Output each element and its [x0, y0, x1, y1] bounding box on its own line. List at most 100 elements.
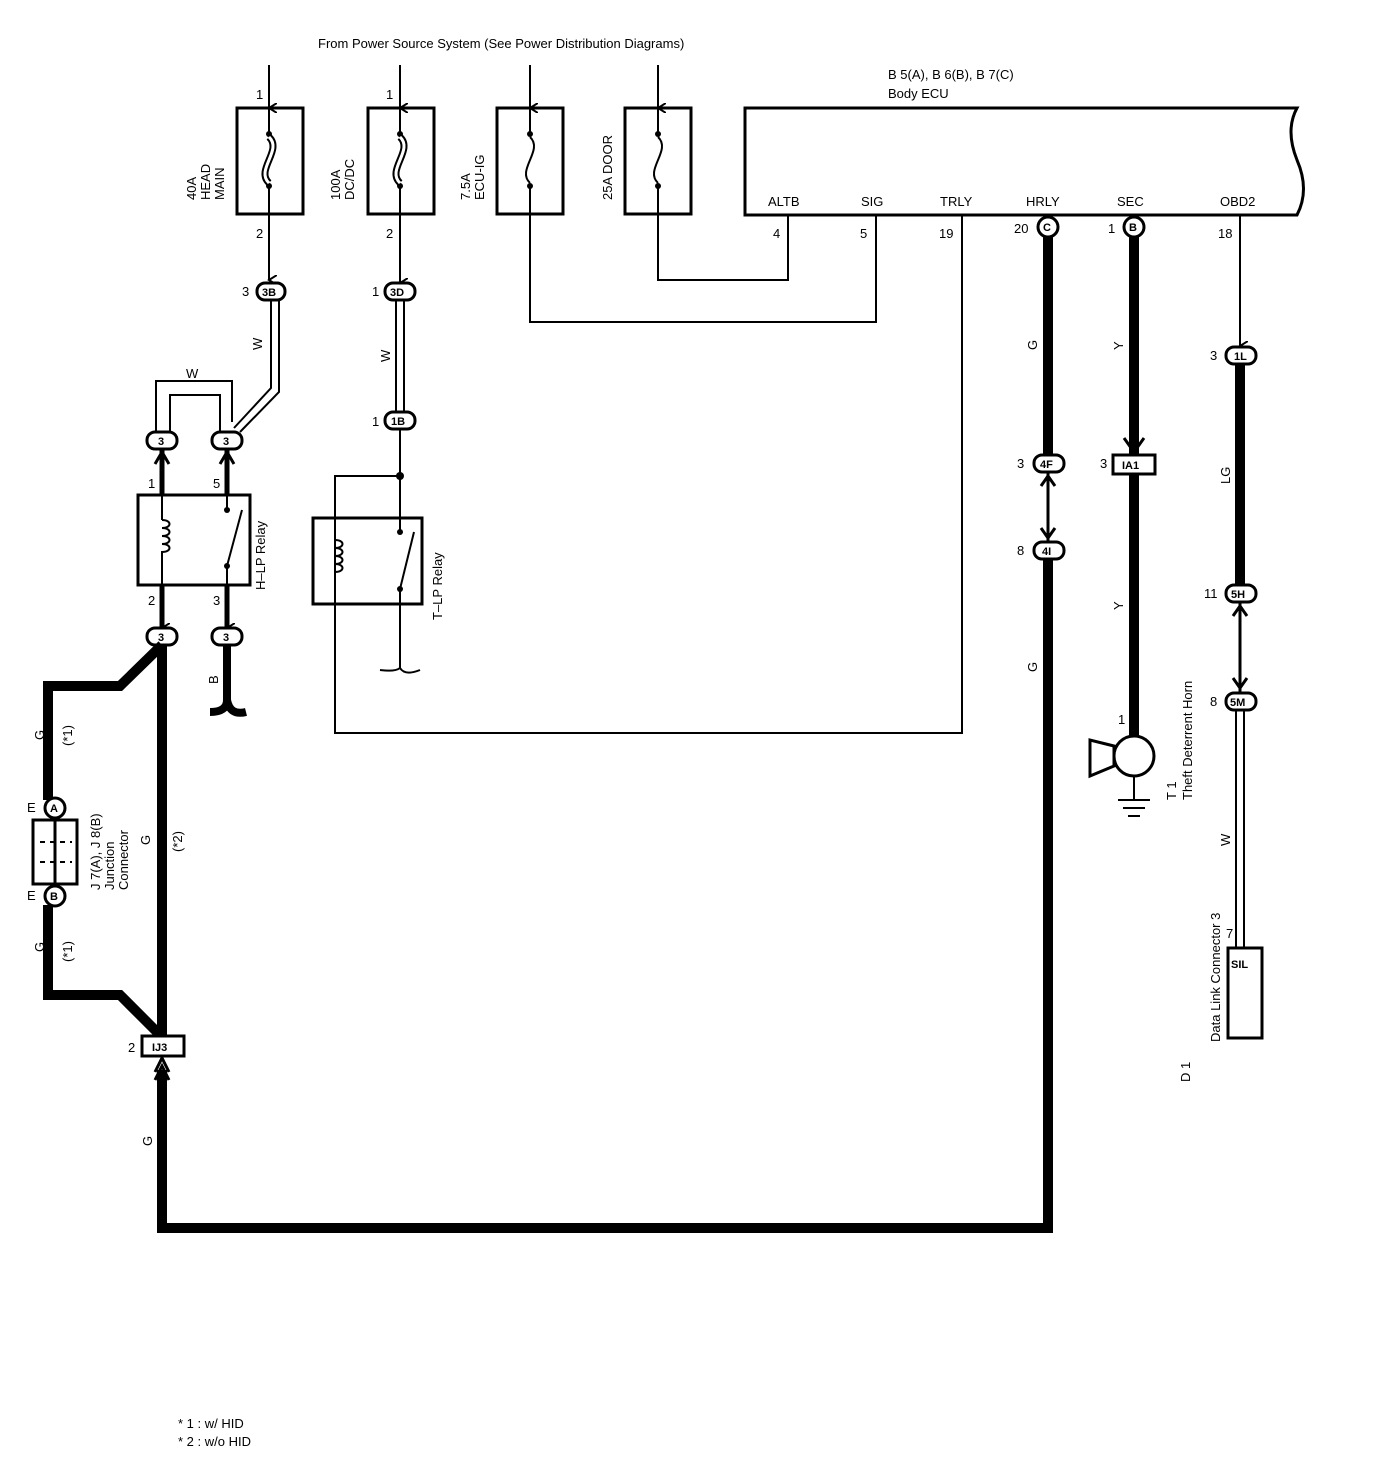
- footnote-2: * 2 : w/o HID: [178, 1434, 251, 1449]
- note-label: (*1): [60, 725, 75, 746]
- note-label: (*2): [170, 831, 185, 852]
- fuse-rating: 7.5A: [458, 173, 473, 200]
- connector-id: SIL: [1231, 959, 1248, 971]
- body-ecu: B 5(A), B 6(B), B 7(C) Body ECU ALTB SIG…: [743, 67, 1305, 241]
- connector-pin: 1: [372, 414, 379, 429]
- wire-color-label: G: [32, 730, 47, 740]
- ecu-name-label: Body ECU: [888, 86, 949, 101]
- relay-name: H–LP Relay: [253, 520, 268, 590]
- horn-name: Theft Deterrent Horn: [1180, 681, 1195, 800]
- connector-id: 3: [158, 632, 164, 644]
- wire-dcdc-w: 1 3D W 1 1B: [372, 214, 417, 518]
- ecu-pin-hrly: 20: [1014, 221, 1028, 236]
- connector-id: 3: [158, 436, 164, 448]
- wire-sec: B Y 3 IA1 Y 1: [1100, 215, 1157, 740]
- connector-pin: 7: [1226, 926, 1233, 941]
- ecu-pin-altb: 4: [773, 226, 780, 241]
- fuse-name-2: MAIN: [212, 168, 227, 201]
- junction-connector: E A E B J 7(A), J 8(B) Junction Connecto…: [27, 796, 131, 908]
- relay-pin: 3: [213, 593, 220, 608]
- connector-id: IA1: [1122, 460, 1139, 472]
- connector-id: B: [50, 891, 58, 903]
- connector-id: C: [1043, 222, 1051, 234]
- connector-id: 5H: [1231, 589, 1245, 601]
- relay-pin: 2: [148, 593, 155, 608]
- fuse-pin-bottom: 2: [256, 226, 263, 241]
- source-note: From Power Source System (See Power Dist…: [318, 36, 684, 51]
- connector-pin: 11: [1204, 586, 1218, 601]
- connector-id: 4F: [1040, 459, 1053, 471]
- fuse-pin-top: 1: [256, 87, 263, 102]
- ecu-terminal-altb: ALTB: [768, 194, 800, 209]
- fuse-door: 25A DOOR: [600, 65, 693, 216]
- fuse-name: DC/DC: [342, 159, 357, 200]
- ecu-terminal-sig: SIG: [861, 194, 883, 209]
- tlp-relay: T–LP Relay: [311, 516, 445, 674]
- connector-pin: 8: [1210, 694, 1217, 709]
- fuse-name: HEAD: [198, 164, 213, 200]
- wire-color-label: W: [1218, 833, 1233, 846]
- connector-id: 5M: [1230, 697, 1245, 709]
- connector-pin: 3: [242, 284, 249, 299]
- connector-3d: [383, 281, 417, 302]
- relay-name: T–LP Relay: [430, 552, 445, 620]
- thin-wires: [334, 186, 963, 734]
- connector-id: A: [50, 803, 58, 815]
- connector-id: IJ3: [152, 1042, 167, 1054]
- connector-pin: 3: [1017, 456, 1024, 471]
- junction-label: Connector: [116, 829, 131, 890]
- connector-id: 1L: [1234, 351, 1247, 363]
- connector-id: 1B: [391, 416, 405, 428]
- g-circuit: [43, 556, 1053, 1233]
- ecu-pin-sig: 5: [860, 226, 867, 241]
- footnote-1: * 1 : w/ HID: [178, 1416, 244, 1431]
- horn-icon: [1088, 734, 1156, 817]
- connector-4i: [1032, 540, 1066, 561]
- wire-head-w: 3 3B W W 3 3: [145, 214, 287, 451]
- connector-5m: [1224, 691, 1258, 712]
- wire-hrly: C G 3 4F 8 4I G: [1017, 215, 1066, 672]
- fuse-name: ECU-IG: [472, 155, 487, 201]
- fuse-head-main: 1 40A HEAD MAIN 2: [184, 65, 305, 241]
- wire-color-label: LG: [1218, 467, 1233, 484]
- horn-id: T 1: [1164, 781, 1179, 800]
- connector-pin: E: [27, 800, 36, 815]
- junction-label: Junction: [102, 842, 117, 890]
- connector-id: 3D: [390, 287, 404, 299]
- fuse-dc-dc: 1 100A DC/DC 2: [328, 65, 436, 241]
- horn-pin: 1: [1118, 712, 1125, 727]
- note-label: (*1): [60, 941, 75, 962]
- connector-ij3: 2 IJ3: [128, 1034, 186, 1058]
- wire-color-label: G: [138, 835, 153, 845]
- connector-id: 3B: [262, 287, 276, 299]
- wire-color-label: W: [250, 337, 265, 350]
- dlc-connector: SIL Data Link Connector 3 D 1: [1178, 913, 1264, 1082]
- fuse-rating: 40A: [184, 177, 199, 200]
- fuse-rating: 100A: [328, 169, 343, 200]
- wire-color-label: W: [186, 366, 199, 381]
- wire-color-label: G: [140, 1136, 155, 1146]
- relay-pin: 1: [148, 476, 155, 491]
- connector-id: B: [1129, 222, 1137, 234]
- connector-pin: E: [27, 888, 36, 903]
- connector-id: 3: [223, 632, 229, 644]
- connector-id: 4I: [1042, 546, 1051, 558]
- dlc-id: D 1: [1178, 1062, 1193, 1082]
- connector-pin: 1: [372, 284, 379, 299]
- wire-obd2: 3 1L LG 11 5H 8 5M W 7: [1204, 215, 1258, 948]
- wire-color-label: Y: [1111, 341, 1126, 350]
- connector-pin: 3: [1100, 456, 1107, 471]
- relay-pin: 5: [213, 476, 220, 491]
- fuse-ecu-ig: 7.5A ECU-IG: [458, 65, 565, 216]
- connector-pin: 3: [1210, 348, 1217, 363]
- ecu-terminal-sec: SEC: [1117, 194, 1144, 209]
- wire-color-label: Y: [1111, 601, 1126, 610]
- fuse-pin-bottom: 2: [386, 226, 393, 241]
- ecu-pin-trly: 19: [939, 226, 953, 241]
- junction-label: J 7(A), J 8(B): [88, 813, 103, 890]
- ecu-terminal-obd2: OBD2: [1220, 194, 1255, 209]
- ecu-terminal-hrly: HRLY: [1026, 194, 1060, 209]
- fuse-rating: 25A DOOR: [600, 135, 615, 200]
- dlc-name: Data Link Connector 3: [1208, 913, 1223, 1042]
